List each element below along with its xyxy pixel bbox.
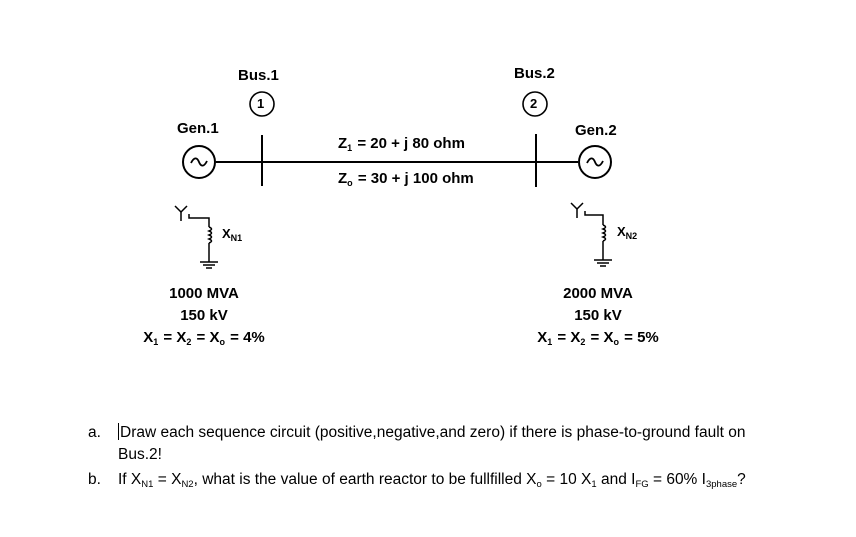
question-b-text: If XN1 = XN2, what is the value of earth… — [118, 471, 746, 490]
question-b: b. If XN1 = XN2, what is the value of ear… — [88, 469, 746, 496]
gen1-voltage: 150 kV — [180, 307, 228, 324]
bus1-number-circle — [249, 91, 275, 117]
question-a-text-line2: Bus.2! — [118, 446, 162, 463]
gen1-grounding — [174, 205, 218, 269]
bus2-number: 2 — [530, 96, 538, 111]
bus2-number-circle — [522, 91, 548, 117]
bus2-label: Bus.2 — [514, 65, 555, 82]
gen1-tilde — [190, 157, 208, 167]
question-a-marker: a. — [88, 424, 101, 441]
question-a-text-line1: Draw each sequence circuit (positive,neg… — [120, 424, 746, 441]
gen2-reactance: X1 = X2 = Xo = 5% — [537, 329, 659, 347]
gen2-tilde — [586, 157, 604, 167]
gen2-neutral-reactor-label: XN2 — [617, 224, 638, 241]
gen1-label: Gen.1 — [177, 120, 219, 137]
bus1-number: 1 — [257, 96, 265, 111]
gen2-specs: 2000 MVA 150 kV X1 = X2 = Xo = 5% — [528, 283, 668, 353]
gen2-symbol — [578, 145, 612, 179]
gen1-symbol — [182, 145, 216, 179]
gen1-rating: 1000 MVA — [169, 285, 239, 302]
line-impedance-z0: Zo = 30 + j 100 ohm — [338, 170, 474, 188]
gen1-reactance: X1 = X2 = Xo = 4% — [143, 329, 265, 347]
gen2-grounding — [570, 202, 612, 267]
gen1-specs: 1000 MVA 150 kV X1 = X2 = Xo = 4% — [134, 283, 274, 353]
question-a: a. Draw each sequence circuit (positive,n… — [88, 422, 746, 444]
text-cursor — [118, 423, 119, 440]
gen2-voltage: 150 kV — [574, 307, 622, 324]
question-a-continued: Bus.2! — [88, 444, 162, 466]
gen1-neutral-reactor-label: XN1 — [222, 226, 243, 243]
bus1-label: Bus.1 — [238, 67, 279, 84]
gen2-label: Gen.2 — [575, 122, 617, 139]
gen2-rating: 2000 MVA — [563, 285, 633, 302]
question-b-marker: b. — [88, 471, 101, 488]
line-impedance-z1: Z1 = 20 + j 80 ohm — [338, 135, 465, 153]
